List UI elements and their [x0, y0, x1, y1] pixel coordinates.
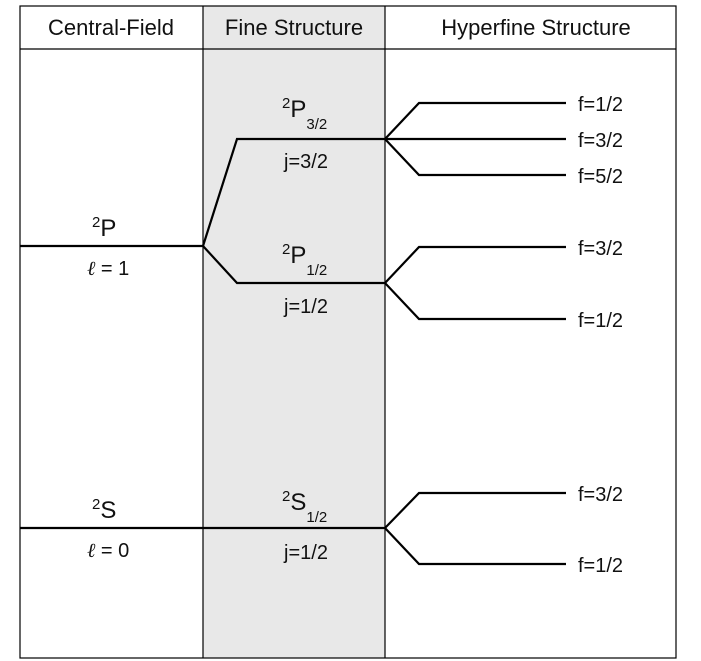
f-label-P32-1: f=3/2	[578, 130, 623, 152]
quantum-number-l-0: ℓ = 0	[87, 538, 129, 562]
header-hyperfine-structure: Hyperfine Structure	[441, 15, 631, 40]
term-P32-multiplicity: 2	[282, 95, 290, 112]
term-S12-subscript: 1/2	[306, 509, 327, 526]
quantum-number-l-1: ℓ = 1	[87, 256, 129, 280]
term-P12-multiplicity: 2	[282, 241, 290, 258]
term-label-2P3/2: 2P3/2	[282, 95, 327, 133]
fine-split-to-P32	[201, 137, 385, 247]
term-P32-subscript: 3/2	[306, 116, 327, 133]
term-P32-letter: P	[290, 96, 306, 123]
j-label-1/2-P: j=1/2	[283, 296, 328, 318]
term-P12-letter: P	[290, 242, 306, 269]
f-label-S12-1: f=1/2	[578, 555, 623, 577]
fine-structure-column-shade	[203, 6, 385, 658]
f-label-P32-2: f=5/2	[578, 166, 623, 188]
term-S12-letter: S	[290, 489, 306, 516]
hyperfine-P32-f5/2	[384, 138, 566, 177]
ell-value: = 0	[95, 540, 129, 562]
ell-symbol: ℓ	[87, 256, 96, 280]
term-2S-multiplicity: 2	[92, 496, 100, 513]
hyperfine-P32-f1/2	[384, 101, 566, 140]
hyperfine-S12-f1/2	[384, 527, 566, 566]
f-label-P12-0: f=3/2	[578, 238, 623, 260]
header-fine-structure: Fine Structure	[225, 15, 363, 40]
table-frame	[19, 5, 677, 659]
f-label-P12-1: f=1/2	[578, 310, 623, 332]
j-label-3/2: j=3/2	[283, 151, 328, 173]
hyperfine-P12-f1/2	[384, 282, 566, 321]
term-label-2S: 2S	[92, 496, 116, 524]
f-label-S12-0: f=3/2	[578, 484, 623, 506]
term-2S-letter: S	[100, 497, 116, 524]
ell-value: = 1	[95, 258, 129, 280]
hyperfine-S12-f3/2	[384, 491, 566, 529]
term-S12-multiplicity: 2	[282, 488, 290, 505]
hyperfine-P12-f3/2	[384, 245, 566, 284]
fine-split-to-P12	[202, 245, 385, 285]
j-label-1/2-S: j=1/2	[283, 542, 328, 564]
f-label-P32-0: f=1/2	[578, 94, 623, 116]
term-P12-subscript: 1/2	[306, 262, 327, 279]
header-central-field: Central-Field	[48, 15, 174, 40]
term-label-2P: 2P	[92, 214, 116, 242]
term-label-2P1/2: 2P1/2	[282, 241, 327, 279]
term-2P-letter: P	[100, 215, 116, 242]
ell-symbol: ℓ	[87, 538, 96, 562]
term-2P-multiplicity: 2	[92, 214, 100, 231]
term-label-2S1/2: 2S1/2	[282, 488, 327, 526]
